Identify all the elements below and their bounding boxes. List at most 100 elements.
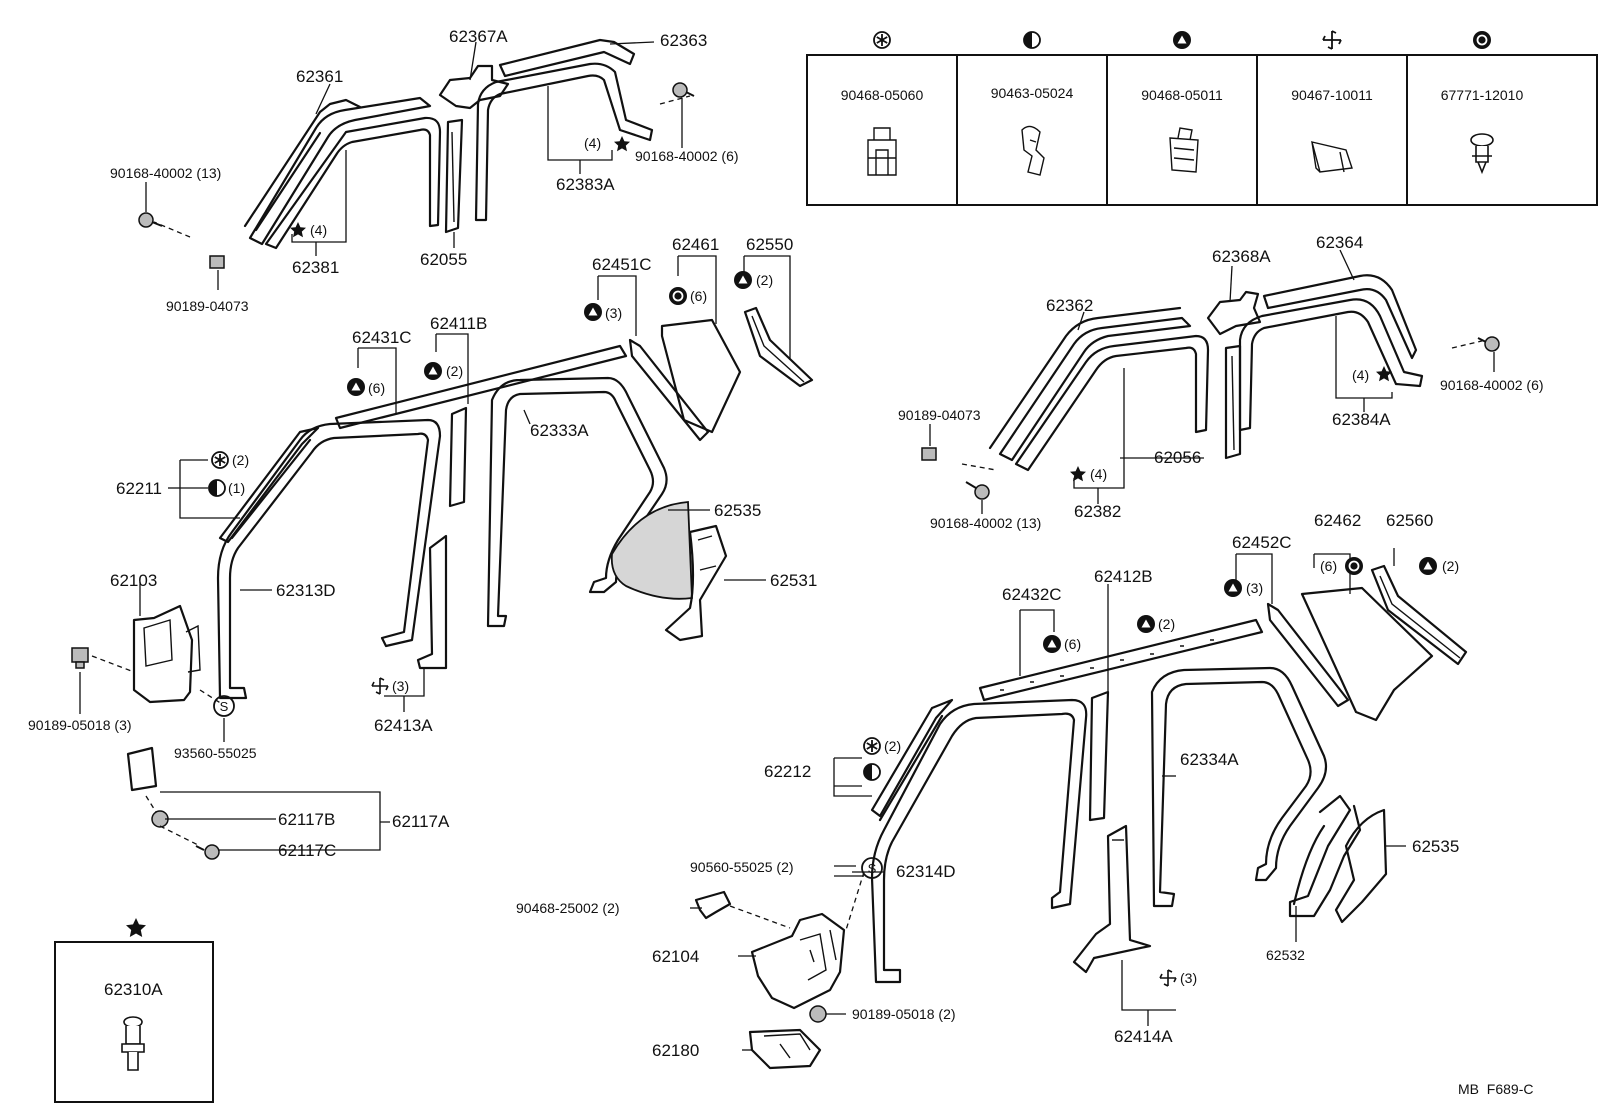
label-62560: 62560 bbox=[1386, 511, 1433, 530]
qty-62462: (6) bbox=[1320, 558, 1337, 574]
clip-90468 bbox=[694, 890, 732, 920]
label-star-qty-left: (4) bbox=[310, 222, 327, 238]
rail-62382 bbox=[1014, 334, 1210, 472]
rail-62364 bbox=[1262, 274, 1418, 360]
triangle-clip-symbol-icon bbox=[584, 303, 602, 321]
label-62212: 62212 bbox=[764, 762, 811, 781]
right-upper-assembly: 62368A 62364 62362 90168-40002 (6) (4) 6… bbox=[898, 233, 1544, 531]
label-62333A: 62333A bbox=[530, 421, 589, 440]
asterisk-clip-symbol-icon bbox=[863, 737, 881, 755]
screw-icon bbox=[965, 481, 990, 500]
pinwheel-clip-symbol-icon bbox=[1159, 969, 1177, 987]
label-62103: 62103 bbox=[110, 571, 157, 590]
label-62432C: 62432C bbox=[1002, 585, 1062, 604]
clip-drawing-1 bbox=[867, 127, 897, 176]
star-icon bbox=[126, 918, 146, 937]
qty-62212: (2) bbox=[884, 738, 901, 754]
clip-drawing-4 bbox=[1311, 141, 1353, 173]
cover-62103 bbox=[132, 604, 194, 704]
cover-62535 bbox=[610, 501, 693, 600]
label-62364: 62364 bbox=[1316, 233, 1363, 252]
label-62550: 62550 bbox=[746, 235, 793, 254]
panel-62560 bbox=[1370, 564, 1468, 666]
clip-drawing-5 bbox=[1470, 133, 1494, 175]
qty-62461: (6) bbox=[690, 288, 707, 304]
half-circle-clip-symbol-icon bbox=[208, 479, 226, 497]
clip-drawing-3 bbox=[1169, 127, 1199, 173]
label-62314D: 62314D bbox=[896, 862, 956, 881]
clip-icon bbox=[209, 255, 225, 269]
ring-clip-symbol-icon bbox=[1473, 31, 1491, 49]
triangle-clip-symbol-icon bbox=[1043, 635, 1061, 653]
qty-62211-b: (1) bbox=[228, 480, 245, 496]
label-62117C: 62117C bbox=[278, 841, 336, 860]
label-star-qty-right: (4) bbox=[584, 135, 601, 151]
label-62117A: 62117A bbox=[392, 812, 450, 831]
qty-62452C: (3) bbox=[1246, 580, 1263, 596]
pillar-62333A bbox=[486, 376, 668, 628]
label-93560: 93560-55025 bbox=[174, 745, 257, 761]
star-icon bbox=[614, 136, 630, 152]
triangle-clip-symbol-icon bbox=[1224, 579, 1242, 597]
half-circle-clip-symbol-icon bbox=[863, 763, 881, 781]
label-62362: 62362 bbox=[1046, 296, 1093, 315]
panel-62550 bbox=[743, 306, 814, 388]
label-62104: 62104 bbox=[652, 947, 699, 966]
screw-icon bbox=[195, 844, 220, 860]
pinwheel-clip-symbol-icon bbox=[1322, 30, 1342, 50]
fastener-part-2: 90463-05024 bbox=[991, 85, 1074, 101]
triangle-clip-symbol-icon bbox=[1173, 31, 1191, 49]
label-62056: 62056 bbox=[1154, 448, 1201, 467]
label-62381: 62381 bbox=[292, 258, 339, 277]
s-symbol-text: S bbox=[220, 699, 229, 714]
bracket-62532 bbox=[1288, 794, 1362, 918]
triangle-clip-symbol-icon bbox=[734, 271, 752, 289]
star-icon bbox=[290, 222, 306, 238]
label-62452C: 62452C bbox=[1232, 533, 1292, 552]
label-62462: 62462 bbox=[1314, 511, 1361, 530]
rail-62384A bbox=[1238, 298, 1424, 432]
label-62382: 62382 bbox=[1074, 502, 1121, 521]
label-90560: 90560-55025 (2) bbox=[690, 859, 794, 875]
screw-icon bbox=[672, 82, 695, 98]
label-screw-right: 90168-40002 (6) bbox=[635, 148, 739, 164]
label-62535-right: 62535 bbox=[1412, 837, 1459, 856]
qty-62550: (2) bbox=[756, 272, 773, 288]
strip-62055 bbox=[444, 118, 464, 234]
rail-62383A bbox=[474, 62, 654, 222]
strip-62412B bbox=[1088, 690, 1110, 822]
qty-62413A: (3) bbox=[392, 678, 409, 694]
s-symbol-icon: S bbox=[213, 695, 235, 717]
ring-clip-symbol-icon bbox=[1345, 557, 1363, 575]
bracket-62531 bbox=[664, 524, 728, 642]
label-62368A: 62368A bbox=[1212, 247, 1271, 266]
fastener-part-3: 90468-05011 bbox=[1141, 87, 1223, 103]
pinwheel-clip-symbol-icon bbox=[371, 677, 389, 695]
label-62211: 62211 bbox=[116, 479, 162, 498]
half-circle-clip-symbol-icon bbox=[1023, 31, 1041, 49]
label-62055: 62055 bbox=[420, 250, 467, 269]
cover-62535-right bbox=[1334, 808, 1388, 924]
screw-icon bbox=[1477, 336, 1500, 352]
label-star-qty-2: (4) bbox=[1352, 367, 1369, 383]
pillar-62314D bbox=[870, 698, 1088, 984]
fastener-part-4: 90467-10011 bbox=[1291, 87, 1373, 103]
label-screw-left: 90168-40002 (13) bbox=[110, 165, 221, 181]
label-bolt-right: 90189-05018 (2) bbox=[852, 1006, 956, 1022]
triangle-clip-symbol-icon bbox=[1137, 615, 1155, 633]
screw-icon bbox=[138, 212, 163, 228]
footer-code: MB F689-C bbox=[1458, 1081, 1533, 1097]
panel-62462 bbox=[1300, 586, 1434, 722]
s-symbol-icon: S bbox=[861, 857, 883, 879]
strip-62411B bbox=[448, 406, 468, 508]
rail-62361 bbox=[248, 96, 432, 246]
fastener-part-1: 90468-05060 bbox=[841, 87, 924, 103]
rivet-icon bbox=[121, 1016, 145, 1071]
rail-62362 bbox=[998, 316, 1192, 462]
label-62461: 62461 bbox=[672, 235, 719, 254]
label-62180: 62180 bbox=[652, 1041, 699, 1060]
label-62363: 62363 bbox=[660, 31, 707, 50]
ring-clip-symbol-icon bbox=[669, 287, 687, 305]
label-90468: 90468-25002 (2) bbox=[516, 900, 620, 916]
